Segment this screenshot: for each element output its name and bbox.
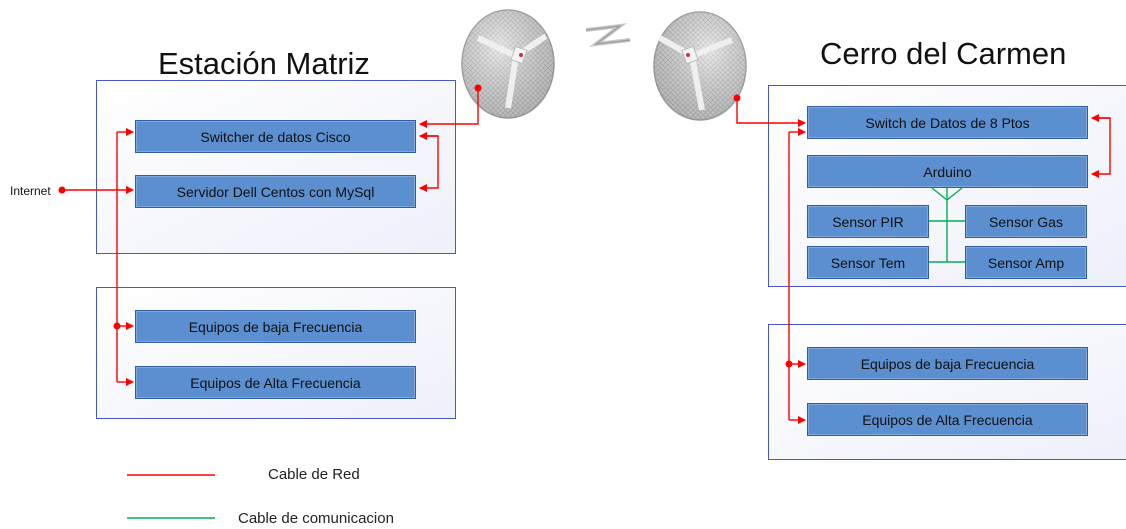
left-high-freq-node: Equipos de Alta Frecuencia [135, 366, 416, 399]
right-switch-node: Switch de Datos de 8 Ptos [807, 106, 1088, 139]
internet-label: Internet [10, 184, 51, 198]
right-high-freq-node: Equipos de Alta Frecuencia [807, 403, 1088, 436]
sensor-tem-node: Sensor Tem [807, 246, 929, 279]
left-low-freq-node: Equipos de baja Frecuencia [135, 310, 416, 343]
wireless-link-icon [585, 23, 631, 47]
dish-to-left-switch-cable [419, 88, 479, 128]
sensor-pir-node: Sensor PIR [807, 205, 929, 238]
sensor-amp-node: Sensor Amp [965, 246, 1087, 279]
arduino-node: Arduino [807, 155, 1088, 188]
right-radio-dish-antenna-icon [653, 11, 747, 121]
left-switch-node: Switcher de datos Cisco [135, 120, 416, 153]
dish-to-right-switch-cable [736, 98, 806, 127]
left-site-title: Estación Matriz [158, 46, 370, 81]
left-server-node: Servidor Dell Centos con MySql [135, 175, 416, 208]
legend-communication-cable-label: Cable de comunicacion [238, 510, 394, 527]
right-low-freq-node: Equipos de baja Frecuencia [807, 347, 1088, 380]
sensor-gas-node: Sensor Gas [965, 205, 1087, 238]
sensor-communication-cables [929, 187, 965, 263]
left-radio-dish-antenna-icon [461, 9, 555, 119]
left-main-panel [96, 80, 456, 254]
right-site-title: Cerro del Carmen [820, 36, 1067, 71]
right-radio-panel [768, 324, 1126, 460]
switch-arduino-loop-cable [1091, 117, 1111, 178]
legend-network-cable-label: Cable de Red [268, 466, 360, 483]
switch-server-loop-cable [419, 135, 439, 192]
